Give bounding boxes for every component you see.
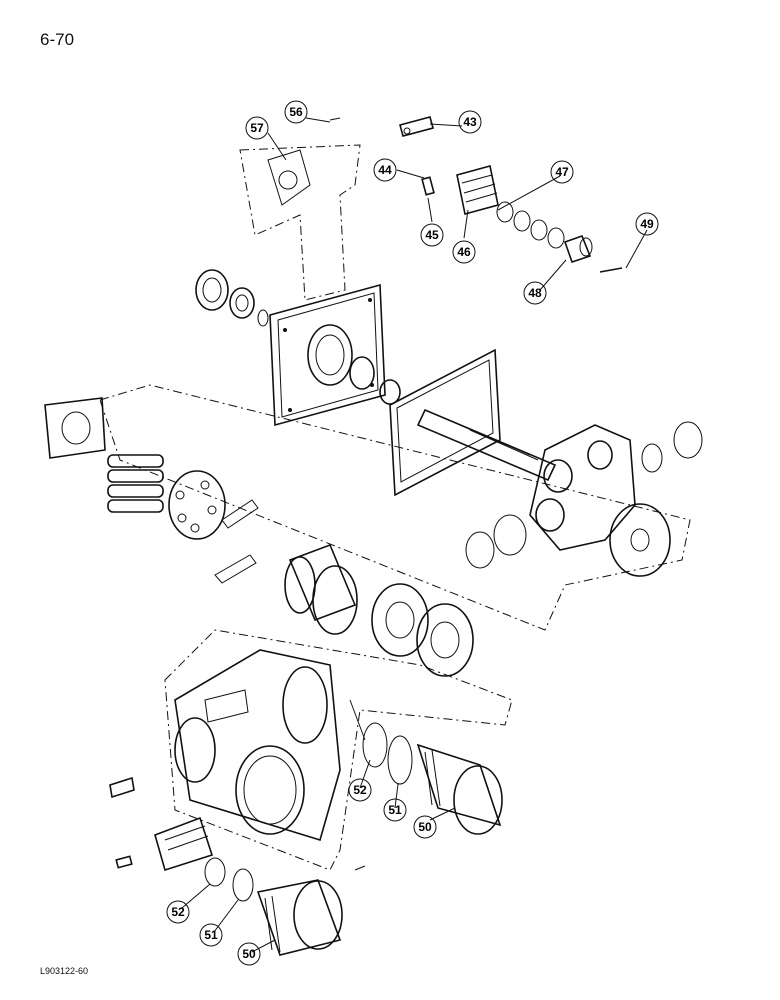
callout-label: 47 — [555, 165, 569, 179]
piston-set — [107, 454, 226, 540]
callout-47: 47 — [550, 160, 574, 184]
charge-pump-right — [362, 722, 503, 835]
callout-57: 57 — [245, 116, 269, 140]
callout-label: 43 — [463, 115, 477, 129]
shaft-gasket — [389, 348, 501, 497]
servo-lower — [109, 776, 214, 872]
callout-label: 56 — [289, 105, 303, 119]
callout-46: 46 — [452, 240, 476, 264]
callout-label: 50 — [242, 947, 256, 961]
swashplate-carrier — [44, 397, 703, 577]
callout-51-upper: 51 — [383, 798, 407, 822]
callout-label: 50 — [418, 820, 432, 834]
callout-43: 43 — [458, 110, 482, 134]
callout-label: 49 — [640, 217, 654, 231]
figure-code: L903122-60 — [40, 966, 89, 976]
page-number: 6-70 — [40, 30, 75, 49]
cylinder-block — [214, 499, 474, 677]
callout-51-lower: 51 — [199, 923, 223, 947]
callout-label: 48 — [528, 286, 542, 300]
pump-group-outline — [99, 384, 691, 631]
callout-56: 56 — [284, 100, 308, 124]
callout-49: 49 — [635, 212, 659, 236]
servo-piston-group — [329, 116, 623, 273]
callout-label: 52 — [171, 905, 185, 919]
callout-44: 44 — [373, 158, 397, 182]
callout-label: 51 — [388, 803, 402, 817]
charge-pump-lower — [204, 857, 366, 956]
upper-cover-plate — [239, 144, 361, 301]
leader-lines — [181, 117, 648, 953]
callout-45: 45 — [420, 223, 444, 247]
drive-shaft — [416, 408, 557, 482]
housing-plate — [269, 283, 386, 427]
callout-52-upper: 52 — [348, 778, 372, 802]
callout-label: 45 — [425, 228, 439, 242]
callout-label: 51 — [204, 928, 218, 942]
callout-label: 46 — [457, 245, 471, 259]
callout-48: 48 — [523, 281, 547, 305]
seal-bearing-stack — [195, 269, 401, 405]
callout-label: 52 — [353, 783, 367, 797]
callout-50-lower: 50 — [237, 942, 261, 966]
callout-label: 44 — [378, 163, 392, 177]
callout-52-lower: 52 — [166, 900, 190, 924]
callout-50-upper: 50 — [413, 815, 437, 839]
callout-label: 57 — [250, 121, 264, 135]
main-housing — [164, 629, 513, 871]
